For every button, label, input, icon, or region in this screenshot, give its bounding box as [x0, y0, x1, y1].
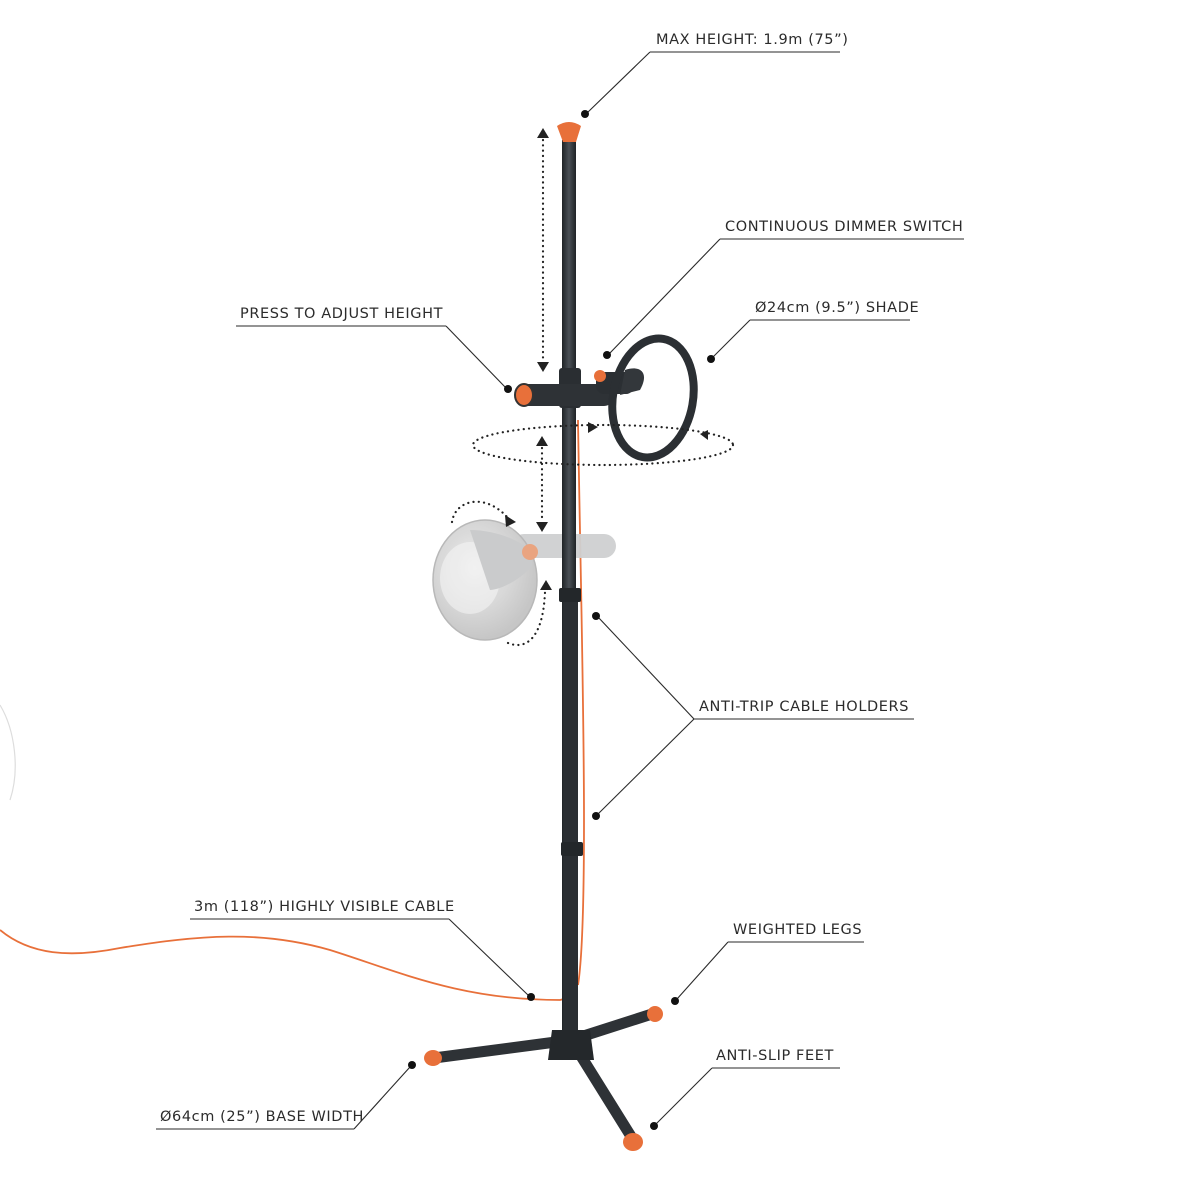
callout-weighted-legs: WEIGHTED LEGS: [671, 922, 864, 1005]
lamp-illustration: [0, 122, 735, 1151]
label-weighted-legs: WEIGHTED LEGS: [733, 922, 862, 938]
orange-cable-floor: [0, 929, 579, 1001]
label-base-width: Ø64cm (25”) BASE WIDTH: [160, 1109, 364, 1125]
ghost-shade: [432, 519, 616, 641]
dimmer-knob: [594, 370, 606, 382]
callout-adjust-height: PRESS TO ADJUST HEIGHT: [236, 306, 512, 393]
label-cable: 3m (118”) HIGHLY VISIBLE CABLE: [194, 899, 455, 915]
callout-shade: Ø24cm (9.5”) SHADE: [707, 300, 919, 363]
top-cap: [557, 122, 581, 142]
callout-max-height: MAX HEIGHT: 1.9m (75”): [581, 32, 848, 118]
shade-back: [620, 368, 645, 395]
shade-ring: [608, 334, 698, 462]
label-cable-holders: ANTI-TRIP CABLE HOLDERS: [699, 699, 909, 715]
callout-base-width: Ø64cm (25”) BASE WIDTH: [156, 1061, 416, 1130]
faint-cable-left: [0, 704, 16, 801]
pole-lower: [564, 600, 578, 1030]
height-adjust-button: [514, 383, 534, 407]
callout-anti-slip-feet: ANTI-SLIP FEET: [650, 1048, 840, 1130]
motion-indicators: [450, 128, 735, 647]
label-shade: Ø24cm (9.5”) SHADE: [755, 300, 919, 316]
foot-back: [647, 1006, 663, 1022]
callout-dimmer-switch: CONTINUOUS DIMMER SWITCH: [603, 219, 964, 359]
orange-cable-pole: [577, 419, 585, 986]
cable-clip-lower: [561, 842, 583, 856]
foot-front: [623, 1133, 643, 1151]
cable-clip-upper: [559, 588, 581, 602]
label-adjust-height: PRESS TO ADJUST HEIGHT: [240, 306, 443, 322]
callout-cable: 3m (118”) HIGHLY VISIBLE CABLE: [190, 899, 535, 1001]
callout-cable-holders: ANTI-TRIP CABLE HOLDERS: [592, 612, 914, 820]
label-max-height: MAX HEIGHT: 1.9m (75”): [656, 32, 848, 48]
tripod-base: [424, 1006, 663, 1151]
label-dimmer-switch: CONTINUOUS DIMMER SWITCH: [725, 219, 963, 235]
height-adjust-arm: [515, 384, 615, 406]
label-anti-slip-feet: ANTI-SLIP FEET: [716, 1048, 834, 1064]
foot-left: [424, 1050, 442, 1066]
